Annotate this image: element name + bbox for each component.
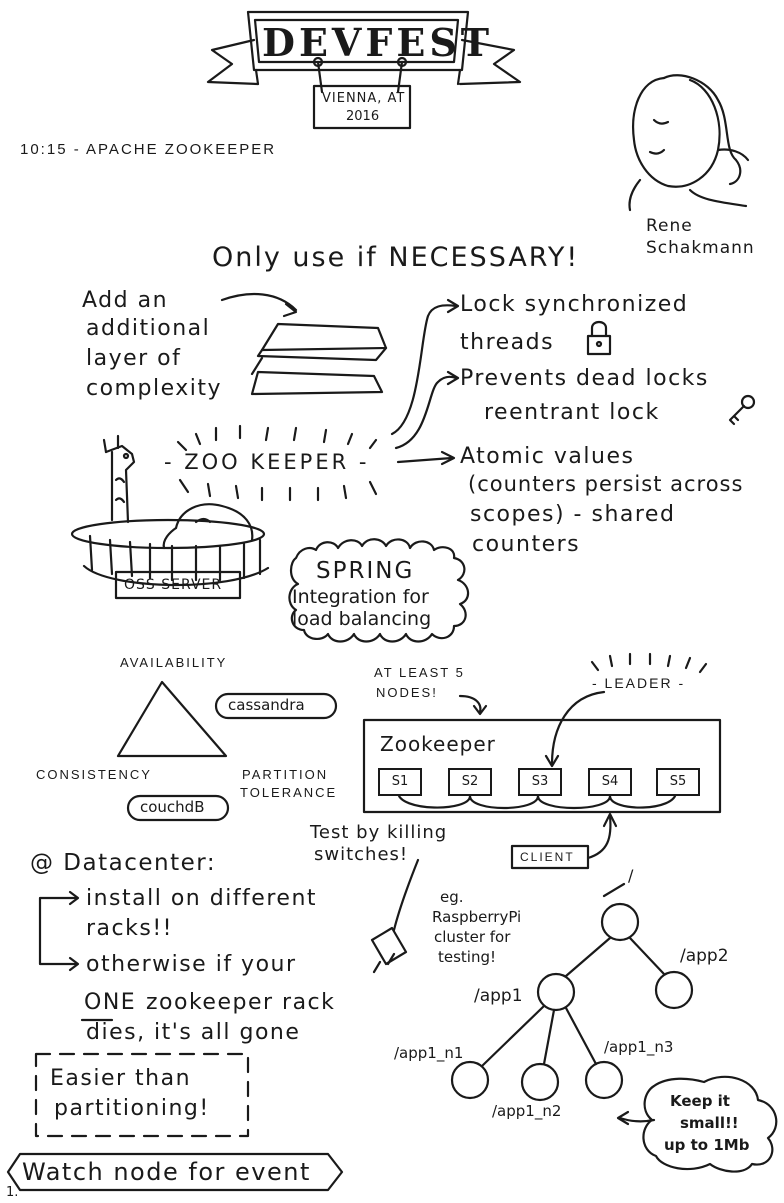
datacenter-item2-line2: zookeeper rack <box>146 990 336 1015</box>
devfest-title: DEVFEST <box>262 20 494 65</box>
znode-tree <box>450 882 694 1102</box>
zookeeper-cluster-box <box>362 718 722 814</box>
cassandra-bubble <box>214 692 338 720</box>
speaker-portrait <box>628 74 750 212</box>
feature-atomic-line1: Atomic values <box>460 444 635 469</box>
raspberry-line2: RaspberryPi <box>432 908 522 926</box>
cluster-node-s4: S4 <box>588 768 632 796</box>
tree-n2-label: /app1_n2 <box>492 1102 562 1120</box>
speaker-last-name: Schakmann <box>646 238 755 258</box>
spring-line3: load balancing <box>292 608 432 630</box>
arrow-to-deadlock <box>394 375 458 450</box>
tree-n1-label: /app1_n1 <box>394 1044 464 1062</box>
complexity-line2: additional <box>86 316 211 341</box>
plug-icon <box>370 858 420 974</box>
page-number: 1. <box>6 1185 19 1200</box>
cap-partition-line2: TOLERANCE <box>240 785 338 800</box>
stacked-layers-icon <box>250 322 388 396</box>
tree-n3-label: /app1_n3 <box>604 1038 674 1056</box>
keep-small-line3: up to 1Mb <box>664 1136 750 1154</box>
arrow-to-atomic <box>396 456 454 464</box>
arrow-leader <box>550 690 606 766</box>
datacenter-item1-line2: racks!! <box>86 916 173 941</box>
raspberry-line3: cluster for <box>434 928 511 946</box>
cap-couchdb: couchdB <box>140 798 205 816</box>
cluster-node-s2: S2 <box>448 768 492 796</box>
cluster-title: Zookeeper <box>380 732 496 756</box>
leader-rays <box>590 652 708 674</box>
couchdb-bubble <box>126 794 230 822</box>
arrow-to-layers <box>220 292 298 312</box>
keep-small-bubble <box>642 1075 778 1173</box>
cluster-at-least-line2: NODES! <box>376 685 438 700</box>
cluster-at-least-line1: AT LEAST 5 <box>374 665 465 680</box>
spring-title: SPRING <box>316 558 415 584</box>
cap-triangle <box>116 680 228 758</box>
test-line2: switches! <box>314 844 409 865</box>
cluster-node-s3: S3 <box>518 768 562 796</box>
feature-lock-line1: Lock synchronized <box>460 292 689 317</box>
cap-consistency: CONSISTENCY <box>36 767 152 782</box>
datacenter-item1-line1: install on different <box>86 886 318 911</box>
easier-line2: partitioning! <box>54 1096 210 1121</box>
test-line1: Test by killing <box>310 822 448 843</box>
cluster-node-s5: S5 <box>656 768 700 796</box>
datacenter-item2-line3: dies, it's all gone <box>86 1020 301 1045</box>
oss-server-label: OSS SERVER <box>124 577 223 593</box>
feature-atomic-line2: (counters persist across <box>468 472 744 496</box>
feature-lock-line2: threads <box>460 330 555 355</box>
cap-cassandra: cassandra <box>228 696 305 714</box>
easier-line1: Easier than <box>50 1066 192 1091</box>
arrow-at-least <box>458 694 482 714</box>
giraffe-elephant-pen <box>70 434 270 587</box>
easier-dashed-box <box>34 1052 250 1138</box>
arrow-keep-small <box>618 1116 656 1123</box>
cap-partition-line1: PARTITION <box>242 767 329 782</box>
spring-line2: Integration for <box>292 586 429 608</box>
datacenter-item2-one: ONE <box>84 990 137 1015</box>
keep-small-line1: Keep it <box>670 1092 730 1110</box>
cluster-connections <box>396 790 678 810</box>
datacenter-item2-line1: otherwise if your <box>86 952 297 977</box>
cluster-leader-label: - LEADER - <box>592 675 686 691</box>
oss-server-box <box>114 570 242 600</box>
feature-deadlock-line2: reentrant lock <box>484 400 660 425</box>
arrow-to-lock <box>390 304 458 436</box>
zookeeper-label: - ZOO KEEPER - <box>164 450 370 474</box>
raspberry-line1: eg. <box>440 888 464 906</box>
complexity-line4: complexity <box>86 376 222 401</box>
complexity-line1: Add an <box>82 288 169 313</box>
watch-node-text: Watch node for event <box>22 1158 311 1186</box>
watch-node-banner <box>6 1152 344 1192</box>
tree-app2-label: /app2 <box>680 946 729 966</box>
event-location: VIENNA, AT <box>322 91 406 106</box>
feature-deadlock-line1: Prevents dead locks <box>460 366 709 391</box>
datacenter-bracket <box>38 890 80 972</box>
datacenter-title: @ Datacenter: <box>30 850 217 876</box>
client-label: CLIENT <box>520 850 575 864</box>
zookeeper-rays <box>176 424 378 502</box>
headline: Only use if NECESSARY! <box>212 242 580 273</box>
keep-small-line2: small!! <box>680 1114 739 1132</box>
session-title: 10:15 - APACHE ZOOKEEPER <box>20 141 277 158</box>
spring-scalloped-border <box>288 538 470 643</box>
event-year: 2016 <box>346 109 380 124</box>
tree-app1-label: /app1 <box>474 986 523 1006</box>
feature-atomic-line3: scopes) - shared <box>470 502 676 527</box>
cluster-node-s1: S1 <box>378 768 422 796</box>
key-icon <box>728 394 756 426</box>
devfest-banner <box>206 10 522 130</box>
raspberry-line4: testing! <box>438 948 497 966</box>
tree-root-label: / <box>628 866 634 885</box>
feature-atomic-line4: counters <box>472 532 581 557</box>
complexity-line3: layer of <box>86 346 182 371</box>
speaker-first-name: Rene <box>646 216 693 236</box>
cap-availability: AVAILABILITY <box>120 655 228 670</box>
arrow-client <box>586 814 612 860</box>
padlock-icon <box>586 320 612 356</box>
